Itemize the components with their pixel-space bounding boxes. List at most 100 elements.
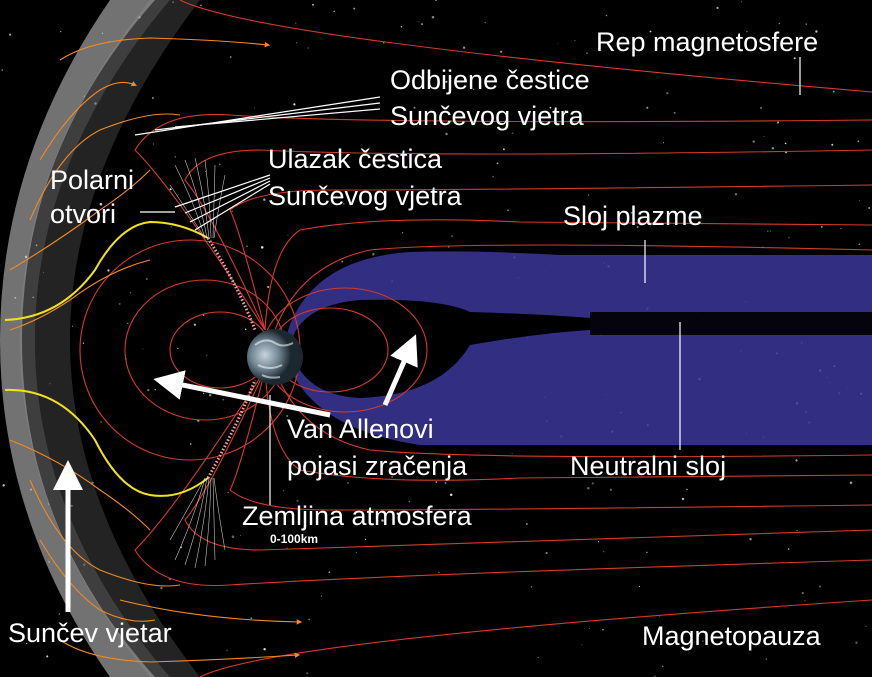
star [788, 236, 790, 239]
star [661, 665, 664, 668]
star [417, 21, 419, 23]
star [492, 175, 494, 178]
star [214, 195, 216, 197]
star [293, 103, 296, 106]
pointer-arrows [53, 334, 418, 612]
star [126, 358, 127, 360]
star [229, 56, 232, 58]
star [511, 452, 513, 454]
star [805, 23, 808, 25]
star [507, 209, 509, 212]
star [597, 541, 600, 543]
star [681, 497, 685, 501]
polar-cusp-lines [4, 220, 209, 497]
star [859, 200, 860, 202]
star [177, 347, 179, 350]
star [244, 328, 247, 331]
star [287, 282, 289, 284]
neutral-sheet-label: Neutralni sloj [570, 451, 727, 481]
star [777, 121, 780, 124]
magnetotail-label: Rep magnetosfere [596, 27, 819, 57]
star [460, 472, 462, 474]
star [784, 142, 787, 145]
star [673, 111, 676, 114]
star [455, 76, 457, 79]
star [381, 519, 384, 522]
star [147, 388, 150, 392]
star [435, 481, 438, 483]
star [100, 421, 102, 423]
star [383, 42, 385, 44]
star [353, 7, 356, 10]
star [239, 534, 241, 536]
particle-entry-label-line1: Ulazak čestica [268, 144, 443, 174]
star [231, 210, 234, 213]
star [226, 649, 228, 651]
star [447, 246, 450, 248]
star [71, 325, 74, 327]
star [649, 30, 652, 33]
star [771, 147, 775, 150]
radiation-belt-cavity [290, 299, 590, 398]
star [231, 535, 235, 538]
star [434, 0, 437, 2]
star [286, 547, 288, 549]
star [663, 142, 665, 144]
star [9, 33, 12, 36]
star [445, 80, 448, 83]
star [46, 655, 49, 658]
solar-wind-label: Sunčev vjetar [8, 618, 172, 648]
van-allen-belts-label-line1: Van Allenovi [287, 414, 434, 444]
star [295, 22, 297, 24]
star [170, 226, 172, 228]
star [347, 482, 349, 484]
star [306, 672, 308, 674]
star [208, 393, 212, 397]
star [849, 481, 853, 484]
star [82, 563, 86, 566]
star [160, 586, 163, 590]
star [250, 617, 253, 620]
star [408, 501, 410, 503]
star [94, 102, 97, 105]
star [400, 25, 403, 28]
star [99, 202, 103, 206]
van-allen-belts-label-line2: pojasi zračenja [287, 451, 468, 481]
star [396, 512, 400, 516]
star [402, 232, 404, 234]
star [462, 46, 466, 49]
star [202, 314, 205, 316]
star [815, 30, 818, 33]
star [855, 641, 858, 645]
star [502, 148, 505, 151]
star [189, 443, 192, 445]
star [421, 23, 423, 25]
star [260, 246, 264, 249]
plasma-sheet [286, 251, 872, 445]
star [127, 322, 129, 325]
star [341, 260, 344, 263]
arrow-icon [153, 370, 331, 418]
star [769, 230, 772, 232]
star [630, 212, 633, 214]
star [820, 225, 823, 228]
star [857, 140, 860, 143]
star [795, 459, 798, 462]
star [500, 50, 503, 53]
star [169, 188, 172, 191]
star [581, 644, 583, 646]
star [537, 657, 539, 659]
star [267, 285, 270, 289]
star [345, 192, 348, 196]
star [154, 389, 156, 391]
star [589, 628, 591, 629]
star [549, 106, 552, 109]
star [591, 482, 594, 485]
arrow-icon [382, 334, 418, 407]
star [296, 499, 299, 502]
star [760, 107, 762, 109]
star [609, 488, 613, 491]
earth-clouds [254, 339, 294, 379]
star [530, 586, 532, 588]
